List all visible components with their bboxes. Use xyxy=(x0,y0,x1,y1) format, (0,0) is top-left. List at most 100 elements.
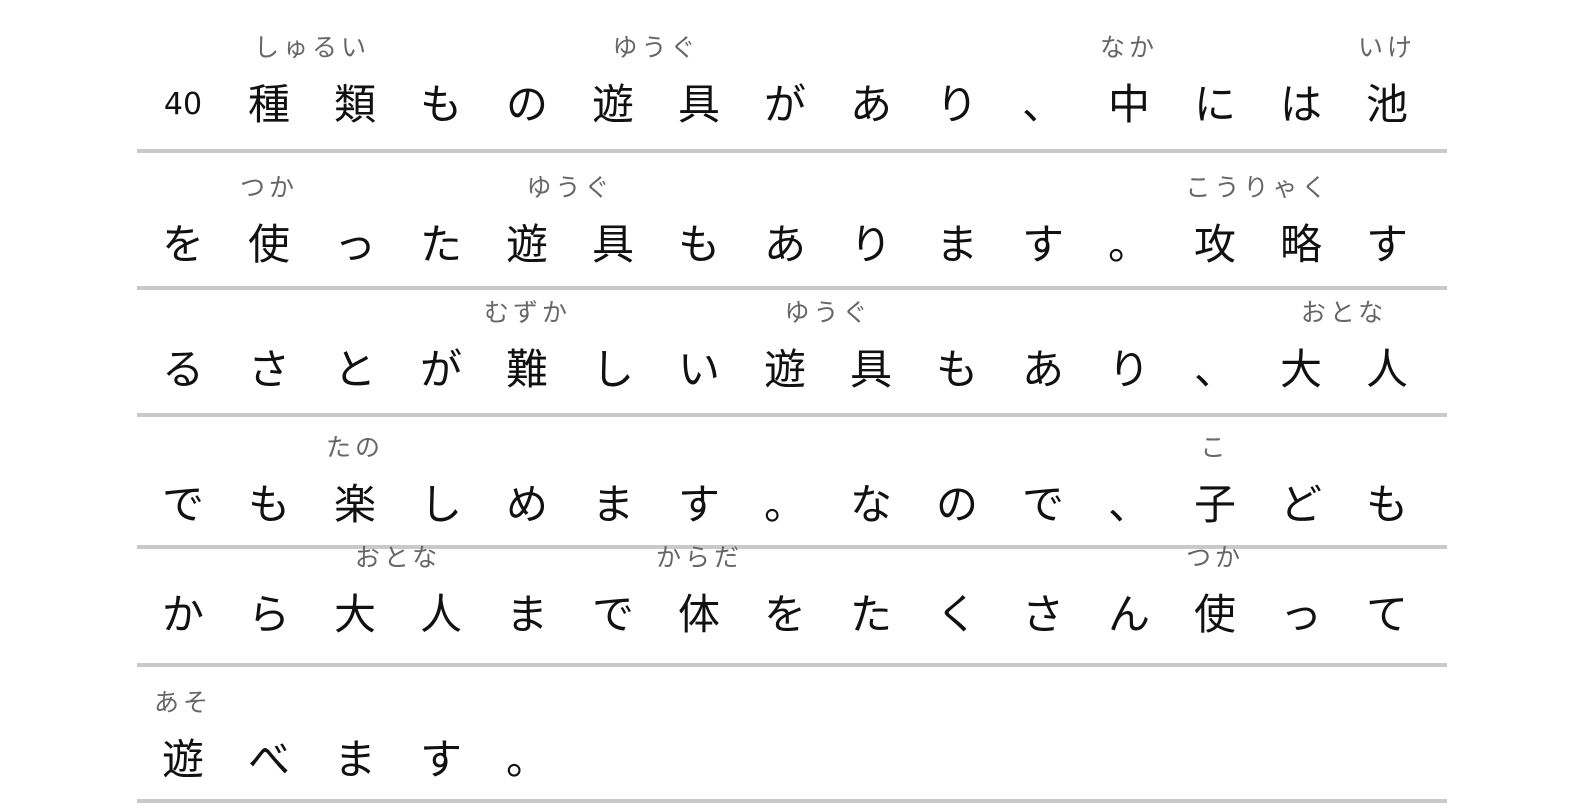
furigana: ゆうぐ xyxy=(612,33,700,62)
text-char: あ xyxy=(1000,335,1086,405)
char: 遊 xyxy=(161,735,204,784)
text-char: す xyxy=(1344,210,1430,280)
furigana: ゆうぐ xyxy=(526,173,614,202)
char: も xyxy=(419,80,462,129)
char: 、 xyxy=(1021,80,1064,129)
char: す xyxy=(677,480,720,529)
char: た xyxy=(419,220,462,269)
char: 。 xyxy=(505,735,548,784)
ruby-word: 遊具ゆうぐ xyxy=(742,299,914,405)
text-char: も xyxy=(656,210,742,280)
char: で xyxy=(1021,480,1064,529)
ruby-word: 種類しゅるい xyxy=(226,34,398,140)
text-char: ま xyxy=(484,580,570,650)
text-char: し xyxy=(398,470,484,540)
char: は xyxy=(1279,80,1322,129)
ruby-word: 攻略こうりゃく xyxy=(1172,174,1344,280)
char: 大人 xyxy=(334,590,462,639)
text-char: て xyxy=(1344,580,1430,650)
text-char: 。 xyxy=(742,470,828,540)
char: か xyxy=(161,590,204,639)
text-char: り xyxy=(828,210,914,280)
text-char: 。 xyxy=(1086,210,1172,280)
char: が xyxy=(419,345,462,394)
char: し xyxy=(591,345,634,394)
char: あ xyxy=(849,80,892,129)
text-char: 。 xyxy=(484,725,570,795)
ruby-word: 難むずか xyxy=(484,299,570,405)
char: も xyxy=(935,345,978,394)
furigana: こ xyxy=(1200,433,1230,462)
char: と xyxy=(333,345,376,394)
char: 、 xyxy=(1193,345,1236,394)
ruby-word: 大人おとな xyxy=(1258,299,1430,405)
char: 。 xyxy=(763,480,806,529)
text-char: で xyxy=(1000,470,1086,540)
char: り xyxy=(849,220,892,269)
furigana: おとな xyxy=(354,543,442,572)
text-char: あ xyxy=(828,70,914,140)
text-char: さ xyxy=(1000,580,1086,650)
char: さ xyxy=(247,345,290,394)
text-char: っ xyxy=(312,210,398,280)
ruby-word: 遊具ゆうぐ xyxy=(484,174,656,280)
char: が xyxy=(763,80,806,129)
furigana: おとな xyxy=(1300,298,1388,327)
char: ど xyxy=(1279,480,1322,529)
text-line: から大人おとなまで体からだをたくさん使つかって xyxy=(140,544,1430,650)
char: 中 xyxy=(1107,80,1150,129)
char: あ xyxy=(1021,345,1064,394)
text-char: す xyxy=(398,725,484,795)
char: あ xyxy=(763,220,806,269)
char: 難 xyxy=(505,345,548,394)
text-char: は xyxy=(1258,70,1344,140)
char: く xyxy=(935,590,978,639)
furigana: いけ xyxy=(1357,33,1416,62)
char: ま xyxy=(591,480,634,529)
ruby-word: 大人おとな xyxy=(312,544,484,650)
text-char: た xyxy=(828,580,914,650)
char: 体 xyxy=(677,590,720,639)
ruled-line xyxy=(137,286,1447,290)
char: も xyxy=(247,480,290,529)
ruled-line xyxy=(137,149,1447,153)
char: す xyxy=(419,735,462,784)
ruby-word: 使つか xyxy=(226,174,312,280)
char: ま xyxy=(505,590,548,639)
char: い xyxy=(677,345,720,394)
char: 。 xyxy=(1107,220,1150,269)
text-char: で xyxy=(140,470,226,540)
ruby-word: 楽たの xyxy=(312,434,398,540)
text-char: を xyxy=(742,580,828,650)
char: も xyxy=(1365,480,1408,529)
char: 使 xyxy=(247,220,290,269)
char: な xyxy=(849,480,892,529)
text-char: ど xyxy=(1258,470,1344,540)
char: ん xyxy=(1107,590,1150,639)
text-char: な xyxy=(828,470,914,540)
char: も xyxy=(677,220,720,269)
char: す xyxy=(1021,220,1064,269)
text-char: を xyxy=(140,210,226,280)
char: 遊具 xyxy=(592,80,720,129)
char: の xyxy=(505,80,548,129)
char: で xyxy=(161,480,204,529)
text-char: し xyxy=(570,335,656,405)
text-char: す xyxy=(1000,210,1086,280)
ruled-line xyxy=(137,663,1447,667)
ruled-line xyxy=(137,413,1447,417)
text-char: り xyxy=(1086,335,1172,405)
char: 使 xyxy=(1193,590,1236,639)
char: 遊具 xyxy=(506,220,634,269)
text-char: る xyxy=(140,335,226,405)
char: た xyxy=(849,590,892,639)
char: 種類 xyxy=(248,80,376,129)
text-char: に xyxy=(1172,70,1258,140)
char: め xyxy=(505,480,548,529)
text-char: 、 xyxy=(1086,470,1172,540)
text-char: の xyxy=(914,470,1000,540)
text-char: べ xyxy=(226,725,312,795)
text-char: た xyxy=(398,210,484,280)
char: 子 xyxy=(1193,480,1236,529)
